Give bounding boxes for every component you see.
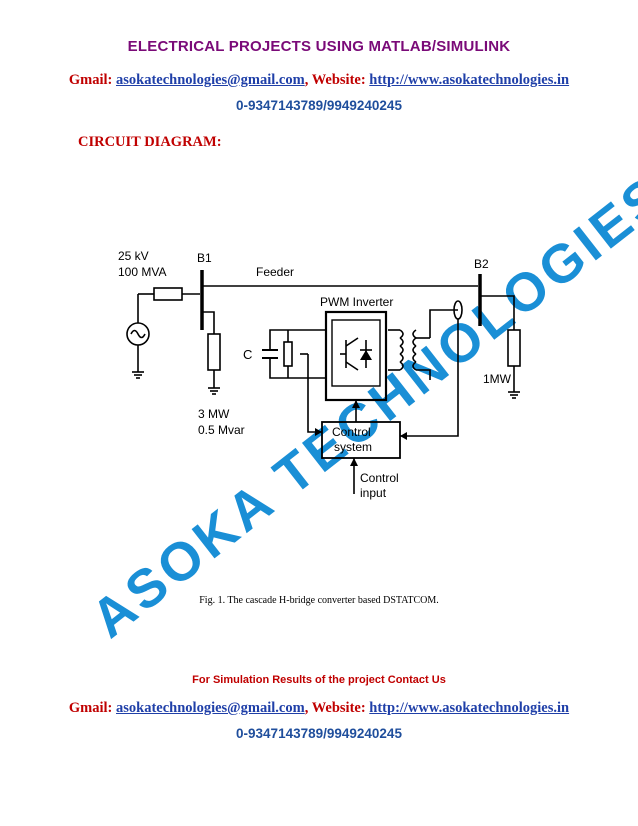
ac-source-symbol: [126, 287, 200, 379]
header-phone: 0-9347143789/9949240245: [236, 98, 402, 113]
control-system-block: [321, 421, 401, 459]
feeder-label: Feeder: [256, 265, 294, 279]
website-label: , Website:: [304, 72, 366, 88]
gmail-label: Gmail:: [68, 72, 113, 88]
source-power-label: 100 MVA: [118, 265, 166, 279]
footer-contact-line: Gmail: asokatechnologies@gmail.com, Webs…: [0, 700, 638, 717]
footer-gmail-label: Gmail:: [68, 700, 113, 716]
figure-caption: Fig. 1. The cascade H-bridge converter b…: [199, 595, 439, 606]
load1-q-label: 0.5 Mvar: [198, 423, 245, 437]
load1-p-label: 3 MW: [198, 407, 230, 421]
inverter-label: PWM Inverter: [320, 295, 393, 309]
document-title: ELECTRICAL PROJECTS USING MATLAB/SIMULIN…: [127, 38, 511, 55]
control-input-label-2: input: [360, 486, 387, 500]
source-voltage-label: 25 kV: [118, 249, 149, 263]
control-system-label-2: system: [334, 440, 372, 454]
pwm-inverter-block: [324, 310, 388, 402]
control-system-label-1: Control: [332, 425, 371, 439]
website-link[interactable]: http://www.asokatechnologies.in: [369, 72, 570, 88]
control-input-label-1: Control: [360, 471, 399, 485]
transformer-symbol: [388, 309, 458, 380]
capacitor-label: C: [243, 347, 252, 362]
load2-symbol: [480, 295, 521, 399]
footer-website-label: , Website:: [304, 700, 366, 716]
section-heading: CIRCUIT DIAGRAM:: [78, 134, 222, 150]
header-contact-line: Gmail: asokatechnologies@gmail.com, Webs…: [0, 72, 638, 89]
load2-label: 1MW: [483, 372, 512, 386]
footer-website-link[interactable]: http://www.asokatechnologies.in: [369, 700, 570, 716]
footer-phone: 0-9347143789/9949240245: [236, 726, 402, 741]
current-feedback-line: [400, 319, 459, 437]
simulation-note: For Simulation Results of the project Co…: [192, 674, 446, 686]
email-link[interactable]: asokatechnologies@gmail.com: [116, 72, 305, 88]
footer-email-link[interactable]: asokatechnologies@gmail.com: [116, 700, 305, 716]
bus1-label: B1: [197, 251, 212, 265]
dc-capacitor: [262, 329, 326, 436]
load1-symbol: [202, 311, 221, 395]
circuit-diagram: 25 kV 100 MVA B1 Feeder B2 PWM Inverter …: [118, 249, 521, 500]
bus2-label: B2: [474, 257, 489, 271]
